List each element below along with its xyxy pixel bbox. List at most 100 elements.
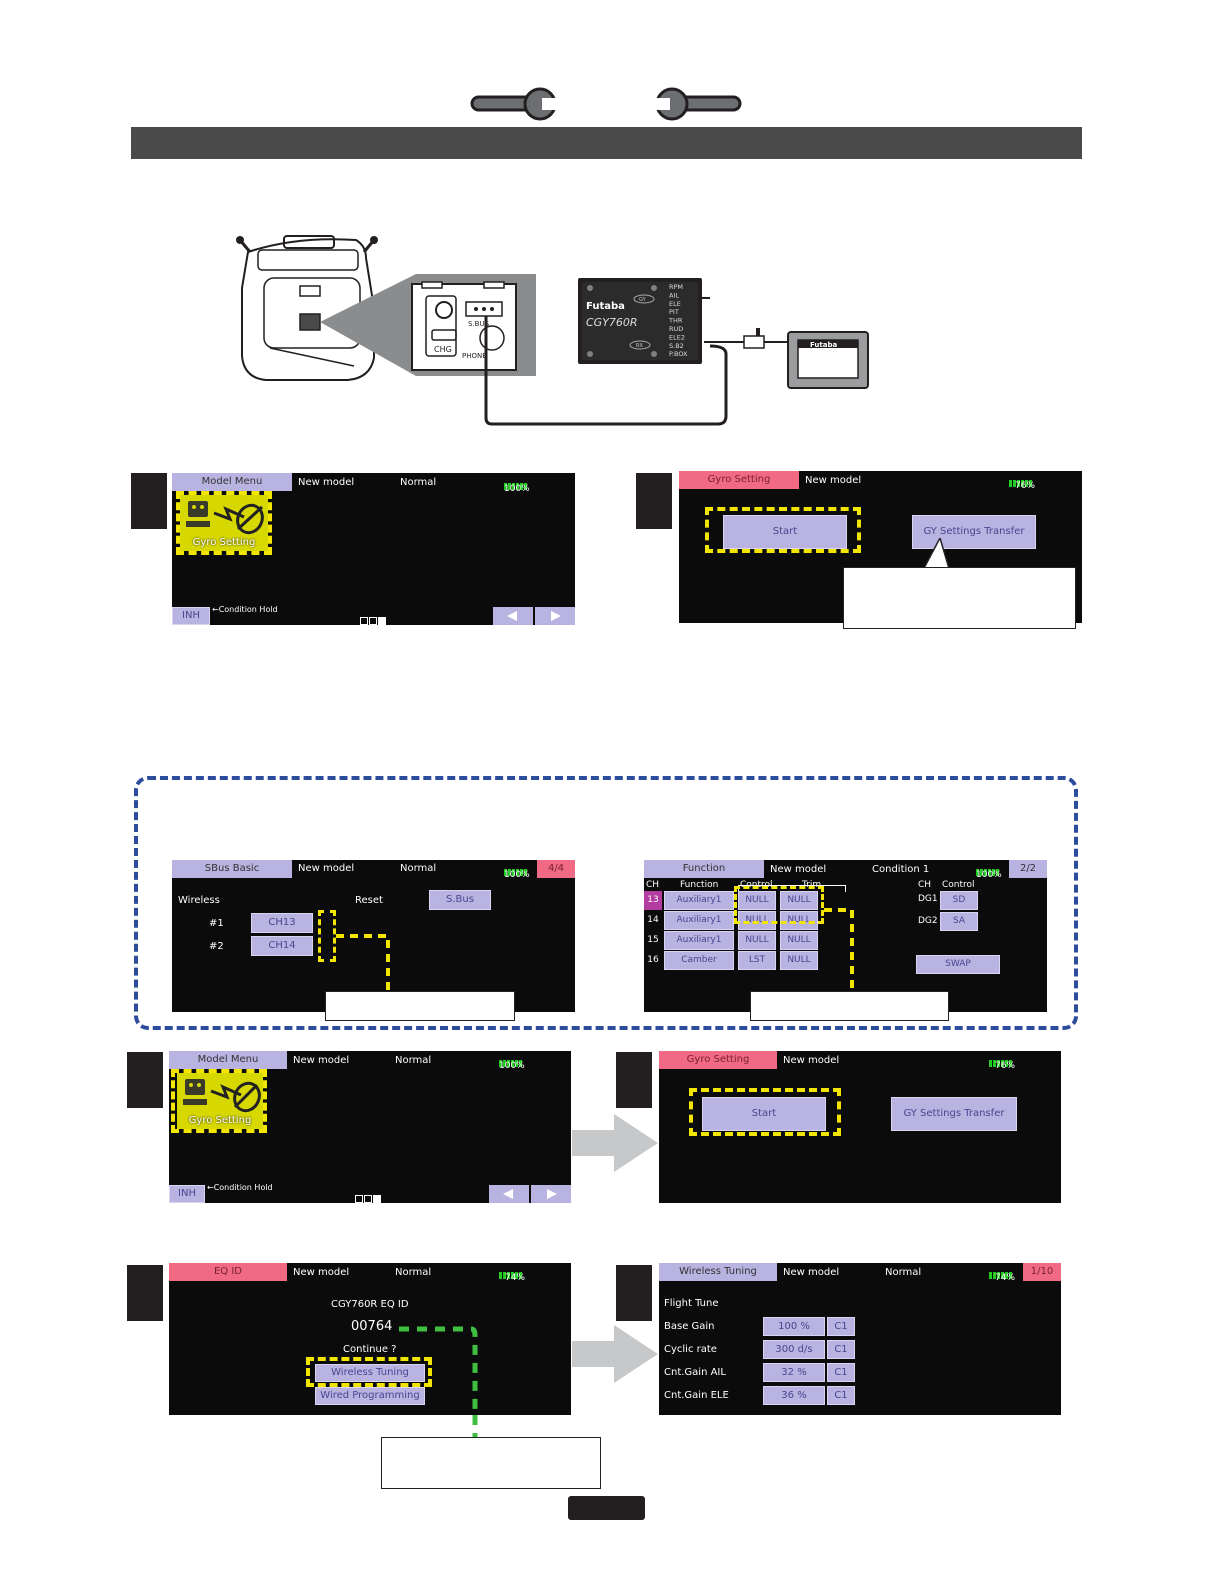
trim-button[interactable]: NULL — [780, 931, 818, 950]
gy-settings-transfer-button[interactable]: GY Settings Transfer — [912, 515, 1036, 549]
param-value-button[interactable]: 100 % — [763, 1317, 825, 1336]
function-button[interactable]: Auxiliary1 — [664, 891, 734, 910]
trim-button[interactable]: NULL — [780, 891, 818, 910]
next-page-button[interactable] — [531, 1185, 571, 1203]
condition-name: Normal — [400, 477, 437, 488]
swap-button[interactable]: SWAP — [916, 955, 1000, 974]
prev-page-button[interactable] — [493, 607, 533, 625]
model-name: New model — [293, 1055, 350, 1066]
highlight-gyro-icon — [176, 491, 272, 555]
control-button[interactable]: NULL — [738, 891, 776, 910]
callout-box-sbus — [325, 991, 515, 1021]
next-step-arrow — [572, 1325, 658, 1383]
highlight-start — [705, 507, 861, 553]
gy-settings-transfer-button[interactable]: GY Settings Transfer — [891, 1097, 1017, 1131]
gyro-setting-label: Gyro Setting — [188, 1115, 252, 1126]
wireless-label: Wireless — [178, 895, 220, 906]
wireless-tuning-button[interactable]: Wireless Tuning — [315, 1364, 425, 1382]
tab-function: Function — [644, 860, 764, 878]
param-switch-button[interactable]: C1 — [827, 1340, 855, 1359]
device-gy-badge: GY — [639, 297, 647, 303]
gyro-heli-icon — [183, 1079, 261, 1113]
callout-box-transfer — [843, 567, 1076, 629]
ch-number: 13 — [644, 891, 662, 910]
device-port-label: PIT — [669, 308, 679, 316]
control-button[interactable]: LST — [738, 951, 776, 970]
tab-model-menu: Model Menu — [172, 473, 292, 491]
battery-icon — [976, 861, 1000, 880]
trim-button[interactable]: NULL — [780, 951, 818, 970]
device-port-label: AIL — [669, 291, 679, 299]
wrench-left-icon — [470, 87, 562, 121]
step-marker-4 — [616, 1052, 652, 1108]
prev-page-button[interactable] — [489, 1185, 529, 1203]
continue-prompt: Continue ? — [343, 1344, 397, 1355]
green-connector-line — [399, 1326, 478, 1415]
highlight-start — [689, 1088, 841, 1136]
condition-hold-label: ←Condition Hold — [207, 1183, 273, 1192]
device-port-label: P.BOX — [669, 350, 688, 358]
wrench-right-icon — [650, 87, 742, 121]
battery-icon — [989, 1264, 1013, 1283]
device-port-label: RPM — [669, 283, 683, 291]
param-switch-button[interactable]: C1 — [827, 1363, 855, 1382]
control-button[interactable]: NULL — [738, 931, 776, 950]
next-page-button[interactable] — [535, 607, 575, 625]
wireless-ch-2-button[interactable]: CH14 — [251, 936, 313, 956]
model-name: New model — [805, 475, 862, 486]
col-ch: CH — [646, 880, 660, 890]
param-label: Cnt.Gain ELE — [664, 1390, 729, 1401]
wireless-ch-1-button[interactable]: CH13 — [251, 913, 313, 933]
screen-gyro-setting-2: Gyro Setting New model 76% Start GY Sett… — [659, 1051, 1061, 1203]
tx-port-phone-label: PHONE — [462, 352, 487, 360]
param-switch-button[interactable]: C1 — [827, 1386, 855, 1405]
screen-function: Function New model Condition 1 100% 2/2 … — [644, 860, 1047, 1012]
tab-wireless-tuning: Wireless Tuning — [659, 1263, 777, 1281]
dg1-control-button[interactable]: SD — [940, 891, 978, 910]
inh-button[interactable]: INH — [169, 1185, 205, 1203]
green-connector-line-ext — [472, 1415, 478, 1437]
screen-sbus-basic: SBus Basic New model Normal 100% 4/4 Wir… — [172, 860, 575, 1012]
gyro-setting-icon[interactable]: Gyro Setting — [180, 495, 268, 551]
model-name: New model — [770, 864, 827, 875]
control-button[interactable]: NULL — [738, 911, 776, 930]
start-button[interactable]: Start — [702, 1097, 826, 1131]
battery-icon — [499, 1052, 523, 1071]
highlight-wireless-tuning — [306, 1357, 432, 1387]
wireless-row-2-label: #2 — [209, 941, 224, 952]
gyro-setting-icon[interactable]: Gyro Setting — [177, 1073, 263, 1129]
eq-id-title: CGY760R EQ ID — [331, 1299, 409, 1310]
battery-icon — [504, 475, 528, 494]
inh-button[interactable]: INH — [172, 607, 210, 625]
function-button[interactable]: Auxiliary1 — [664, 911, 734, 930]
page-badge: 4/4 — [537, 860, 575, 878]
col-function: Function — [680, 880, 719, 890]
function-button[interactable]: Auxiliary1 — [664, 931, 734, 950]
battery-icon — [504, 861, 528, 880]
start-button[interactable]: Start — [723, 515, 847, 549]
condition-name: Normal — [395, 1055, 432, 1066]
optional-settings-group — [134, 776, 1078, 1030]
gyro-heli-icon — [186, 501, 264, 535]
model-name: New model — [298, 477, 355, 488]
trim-button[interactable]: NULL — [780, 911, 818, 930]
sbus-button[interactable]: S.Bus — [429, 890, 491, 910]
screen-model-menu-2: Model Menu New model Normal 100% Gyro Se… — [169, 1051, 571, 1203]
ch-number: 15 — [647, 935, 659, 945]
param-value-button[interactable]: 300 d/s — [763, 1340, 825, 1359]
battery-percent: 76% — [995, 1061, 1016, 1071]
battery-percent: 100% — [504, 484, 530, 494]
screen-wireless-tuning: Wireless Tuning New model Normal 74% 1/1… — [659, 1263, 1061, 1415]
box-brand: Futaba — [810, 341, 837, 349]
param-value-button[interactable]: 36 % — [763, 1386, 825, 1405]
wired-programming-button[interactable]: Wired Programming — [315, 1387, 425, 1405]
function-button[interactable]: Camber — [664, 951, 734, 970]
model-name: New model — [298, 863, 355, 874]
flight-tune-label: Flight Tune — [664, 1298, 719, 1309]
param-value-button[interactable]: 32 % — [763, 1363, 825, 1382]
step-marker-6 — [616, 1265, 652, 1321]
eq-id-value: 00764 — [351, 1319, 393, 1334]
dg2-control-button[interactable]: SA — [940, 912, 978, 931]
param-switch-button[interactable]: C1 — [827, 1317, 855, 1336]
highlight-gyro-icon — [171, 1069, 267, 1133]
